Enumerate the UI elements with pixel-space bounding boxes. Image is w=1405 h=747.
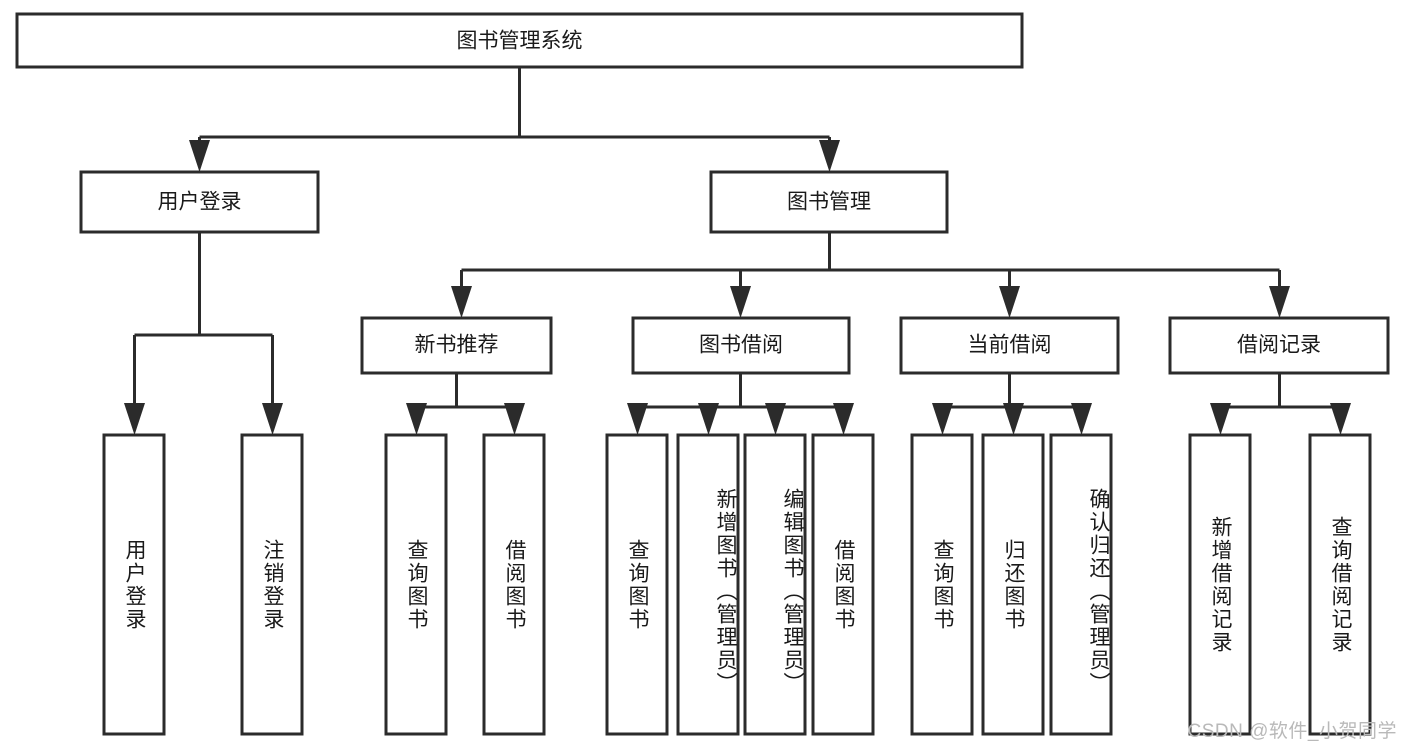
arrow-head-bw-borrow bbox=[833, 403, 854, 435]
watermark-text: CSDN @软件_小贺同学 bbox=[1187, 721, 1397, 742]
node-book-manage-label: 图书管理 bbox=[787, 191, 871, 214]
connector-group-borrow-children bbox=[627, 373, 854, 435]
arrow-head-new-book bbox=[451, 286, 472, 318]
node-borrow-records-box[interactable] bbox=[1168, 316, 1390, 375]
leaf-box-bw-add-book[interactable] bbox=[676, 433, 740, 736]
leaf-box-rc-query-record[interactable] bbox=[1308, 433, 1372, 736]
arrow-head-cb-return bbox=[1003, 403, 1024, 435]
node-root-box[interactable] bbox=[15, 12, 1024, 69]
arrow-head-leaf-user-login bbox=[124, 403, 145, 435]
node-borrow-records-label: 借阅记录 bbox=[1237, 334, 1321, 357]
arrow-head-user-login bbox=[189, 140, 210, 172]
arrow-head-borrow bbox=[730, 286, 751, 318]
leaf-box-rc-add-record[interactable] bbox=[1188, 433, 1252, 736]
arrow-head-rc-add bbox=[1210, 403, 1231, 435]
arrow-head-nb-borrow bbox=[504, 403, 525, 435]
node-user-login-box[interactable] bbox=[79, 170, 320, 234]
arrow-head-cb-query bbox=[932, 403, 953, 435]
arrow-head-current-borrow bbox=[999, 286, 1020, 318]
arrow-head-records bbox=[1269, 286, 1290, 318]
arrow-head-bw-add bbox=[698, 403, 719, 435]
node-root-label: 图书管理系统 bbox=[457, 30, 583, 53]
leaf-box-bw-edit-book[interactable] bbox=[743, 433, 807, 736]
connector-group-current-borrow-children bbox=[932, 373, 1092, 435]
arrow-head-nb-query bbox=[406, 403, 427, 435]
node-user-login-label: 用户登录 bbox=[158, 191, 242, 214]
node-book-borrow-box[interactable] bbox=[631, 316, 851, 375]
arrow-head-cb-confirm bbox=[1071, 403, 1092, 435]
arrow-head-bw-edit bbox=[765, 403, 786, 435]
connector-group-root-to-level2 bbox=[189, 67, 840, 172]
connector-group-records-children bbox=[1210, 373, 1351, 435]
leaf-box-bw-borrow-book[interactable] bbox=[811, 433, 875, 736]
node-new-book-label: 新书推荐 bbox=[415, 334, 499, 357]
node-current-borrow-box[interactable] bbox=[899, 316, 1120, 375]
connector-group-book-manage-children bbox=[451, 232, 1290, 318]
node-new-book-box[interactable] bbox=[360, 316, 553, 375]
leaf-box-nb-borrow-book[interactable] bbox=[482, 433, 546, 736]
leaf-box-cb-confirm-return[interactable] bbox=[1049, 433, 1113, 736]
node-book-borrow-label: 图书借阅 bbox=[699, 334, 783, 357]
arrow-head-rc-query bbox=[1330, 403, 1351, 435]
node-book-manage-box[interactable] bbox=[709, 170, 949, 234]
arrow-head-bw-query bbox=[627, 403, 648, 435]
arrow-head-leaf-logout bbox=[262, 403, 283, 435]
node-current-borrow-label: 当前借阅 bbox=[968, 334, 1052, 357]
leaf-box-nb-query-book[interactable] bbox=[384, 433, 448, 736]
leaf-box-cb-return-book[interactable] bbox=[981, 433, 1045, 736]
connector-group-new-book-children bbox=[406, 373, 525, 435]
leaf-box-user-login[interactable] bbox=[102, 433, 166, 736]
leaf-box-logout[interactable] bbox=[240, 433, 304, 736]
arrow-head-book-manage bbox=[819, 140, 840, 172]
leaf-box-bw-query-book[interactable] bbox=[605, 433, 669, 736]
leaf-box-cb-query-book[interactable] bbox=[910, 433, 974, 736]
connector-group-user-login-children bbox=[124, 232, 283, 435]
